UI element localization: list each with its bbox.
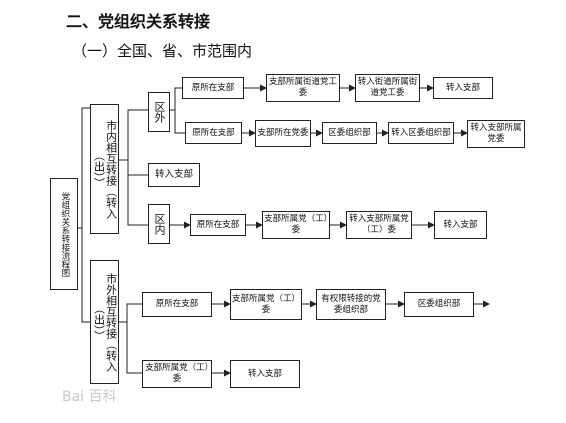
row3-step2: 支部所属党（工）委: [262, 211, 330, 239]
row5-step1: 支部所属党（工）委: [142, 360, 212, 388]
row2-step5: 转入支部所属党委: [467, 120, 525, 148]
row1-step4: 转入支部: [433, 77, 493, 99]
row2-step1: 原所在支部: [185, 122, 242, 144]
branch-city-external: 市外相互转接（转入（出））: [90, 260, 119, 384]
page-title: 二、党组织关系转接: [66, 12, 211, 31]
row4-step3: 有权限转接的党委组织部: [316, 289, 386, 320]
row3-step4: 转入支部: [434, 211, 487, 239]
qu-nei-node: 区内: [148, 204, 170, 244]
row4-step4: 区委组织部: [404, 292, 474, 317]
page-subtitle: （一）全国、省、市范围内: [72, 42, 253, 60]
baike-watermark: Bai 百科: [62, 389, 117, 405]
row3-step1: 原所在支部: [190, 214, 246, 236]
qu-wai-node: 区外: [148, 92, 170, 132]
row3-step3: 转入支部所属党（工）委: [346, 211, 412, 239]
row2-step4: 转入区委组织部: [388, 122, 454, 144]
row4-step1: 原所在支部: [142, 292, 212, 317]
branch-city-internal: 市内相互转接（转入（出））: [90, 104, 119, 234]
row2-step2: 支部所在党委: [255, 120, 311, 147]
row2-step3: 区委组织部: [322, 122, 377, 144]
row1-step2: 支部所属街道党工委: [266, 74, 340, 102]
row4-step2: 支部所属党（工）委: [230, 289, 302, 320]
root-node: 党组织关系转接流程图: [50, 178, 78, 290]
row1-step1: 原所在支部: [182, 77, 244, 99]
row5-step2: 转入支部: [230, 360, 300, 388]
row1-step3: 转入街道所属街道党工委: [355, 74, 420, 102]
zhuanru-zhibu-node: 转入支部: [148, 163, 200, 187]
